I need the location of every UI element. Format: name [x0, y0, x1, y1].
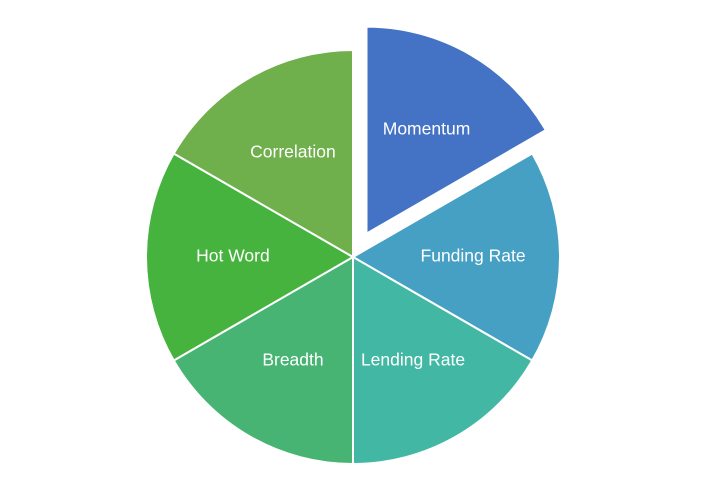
pie-slice-funding-rate[interactable]: [352, 152, 561, 362]
pie-slice-momentum[interactable]: [365, 25, 547, 235]
pie-slices-group: [145, 25, 561, 465]
pie-slice-breadth[interactable]: [172, 256, 354, 465]
pie-slice-label-breadth: Breadth: [262, 350, 323, 370]
pie-slice-label-momentum: Momentum: [383, 118, 471, 138]
pie-slice-label-correlation: Correlation: [250, 142, 336, 162]
pie-slice-lending-rate[interactable]: [352, 256, 534, 465]
pie-slice-hot-word[interactable]: [145, 152, 354, 362]
pie-slice-label-lending-rate: Lending Rate: [361, 350, 465, 370]
pie-slice-correlation[interactable]: [172, 49, 354, 258]
pie-slice-label-funding-rate: Funding Rate: [421, 246, 526, 266]
pie-slice-label-hot-word: Hot Word: [196, 246, 270, 266]
